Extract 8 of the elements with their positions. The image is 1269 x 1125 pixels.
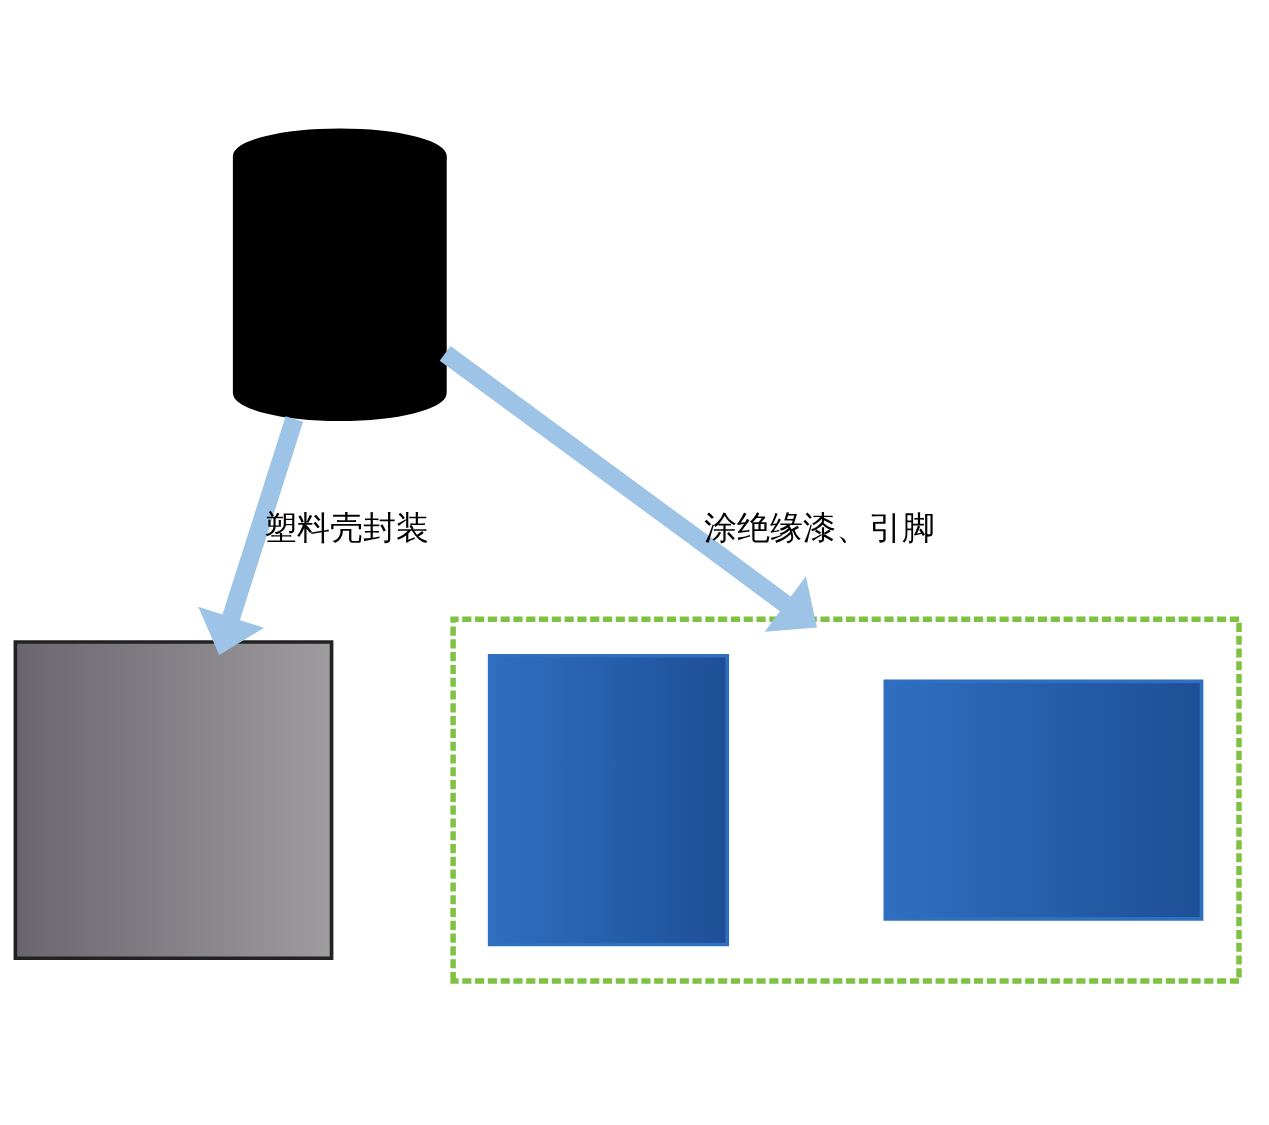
arrow bbox=[439, 345, 817, 632]
arrow bbox=[198, 415, 304, 655]
node-picture bbox=[487, 653, 730, 946]
node-picture bbox=[13, 639, 334, 960]
edge-label: 塑料壳封装 bbox=[263, 507, 429, 547]
node-picture bbox=[883, 679, 1204, 921]
cluster bbox=[450, 615, 1242, 984]
edge-label: 涂绝缘漆、引脚 bbox=[704, 507, 936, 547]
